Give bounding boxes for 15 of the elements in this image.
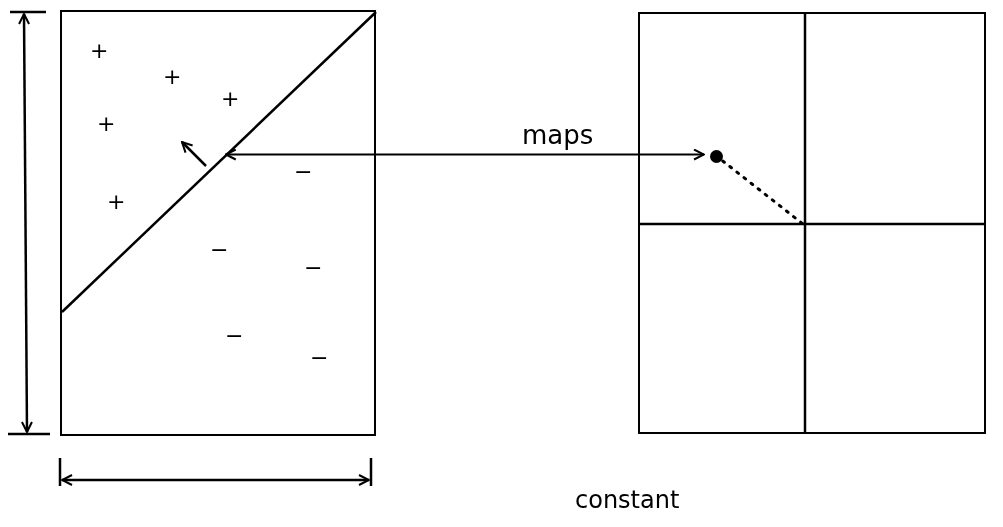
dotted-line [721, 159, 805, 226]
arrow [224, 148, 705, 161]
note-text: constant [575, 488, 680, 512]
sign-mark: + [97, 113, 116, 135]
sign-mark: − [294, 161, 313, 183]
point-dot [710, 150, 723, 163]
sign-mark: + [163, 66, 182, 88]
sign-mark: − [304, 257, 323, 279]
sign-mark: + [107, 191, 126, 213]
sign-mark: − [310, 347, 329, 369]
sign-mark: − [225, 325, 244, 347]
sign-mark: + [90, 40, 109, 62]
sign-mark: − [210, 239, 229, 261]
grid-box [638, 12, 986, 434]
sign-mark: + [221, 88, 240, 110]
